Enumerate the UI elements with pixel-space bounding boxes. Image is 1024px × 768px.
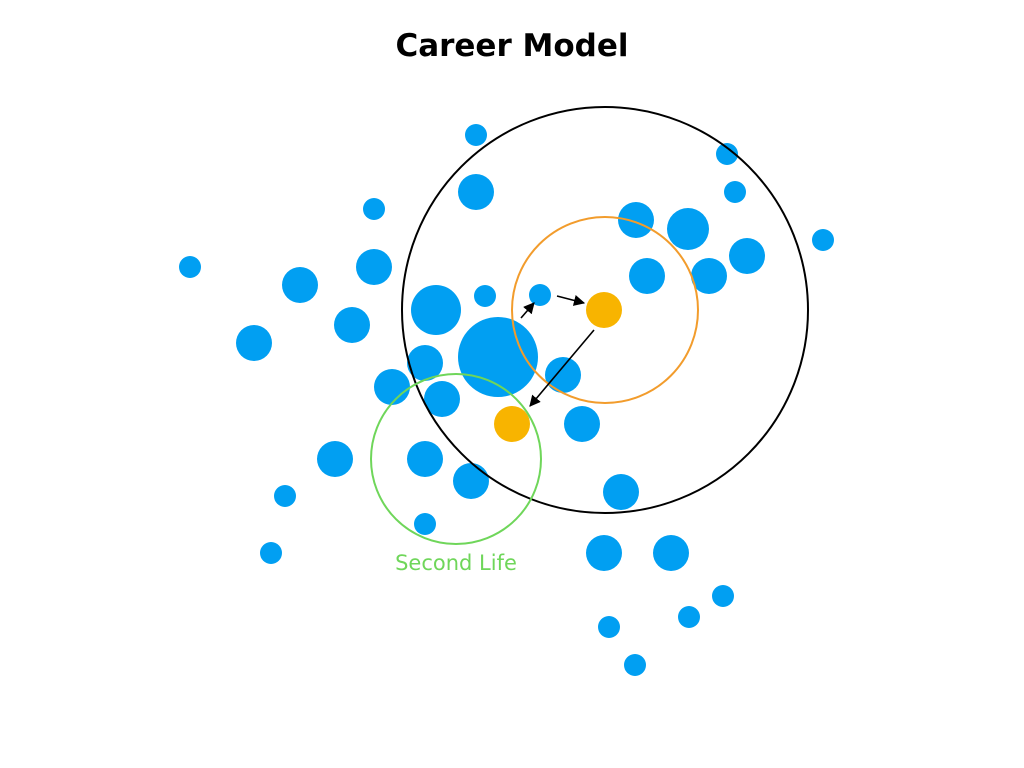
dot <box>712 585 734 607</box>
dot <box>407 441 443 477</box>
dot <box>179 256 201 278</box>
dot <box>653 535 689 571</box>
arrow-to-small-dot <box>520 302 535 319</box>
dot <box>624 654 646 676</box>
arrows-group <box>520 295 595 407</box>
second-life-position-dot <box>494 406 530 442</box>
dot <box>474 285 496 307</box>
dot <box>260 542 282 564</box>
dot <box>603 474 639 510</box>
dot <box>453 463 489 499</box>
dot <box>414 513 436 535</box>
arrow-to-second-life-dot <box>529 329 595 407</box>
dot <box>465 124 487 146</box>
outer-career-circle <box>401 106 809 514</box>
dot <box>458 174 494 210</box>
dot <box>618 202 654 238</box>
dot <box>236 325 272 361</box>
orange-region-circle <box>511 216 699 404</box>
second-life-label: Second Life <box>395 551 517 575</box>
dot <box>729 238 765 274</box>
dot <box>356 249 392 285</box>
dot <box>598 616 620 638</box>
dot <box>545 357 581 393</box>
dot <box>411 285 461 335</box>
dot <box>724 181 746 203</box>
second-life-circle <box>370 373 542 545</box>
dot <box>629 258 665 294</box>
dot <box>424 381 460 417</box>
dot <box>716 143 738 165</box>
dots-group <box>179 124 834 676</box>
current-position-dot <box>586 292 622 328</box>
dot <box>691 258 727 294</box>
arrow-to-current-dot <box>556 295 586 306</box>
dot <box>334 307 370 343</box>
dot <box>812 229 834 251</box>
dot <box>564 406 600 442</box>
diagram-title: Career Model <box>395 28 629 64</box>
dot <box>274 485 296 507</box>
dot <box>586 535 622 571</box>
dot <box>407 345 443 381</box>
dot <box>678 606 700 628</box>
dot <box>317 441 353 477</box>
dot <box>667 208 709 250</box>
dot <box>282 267 318 303</box>
dot <box>374 369 410 405</box>
dot <box>363 198 385 220</box>
highlight-dots-group <box>494 292 622 442</box>
dot <box>529 284 551 306</box>
